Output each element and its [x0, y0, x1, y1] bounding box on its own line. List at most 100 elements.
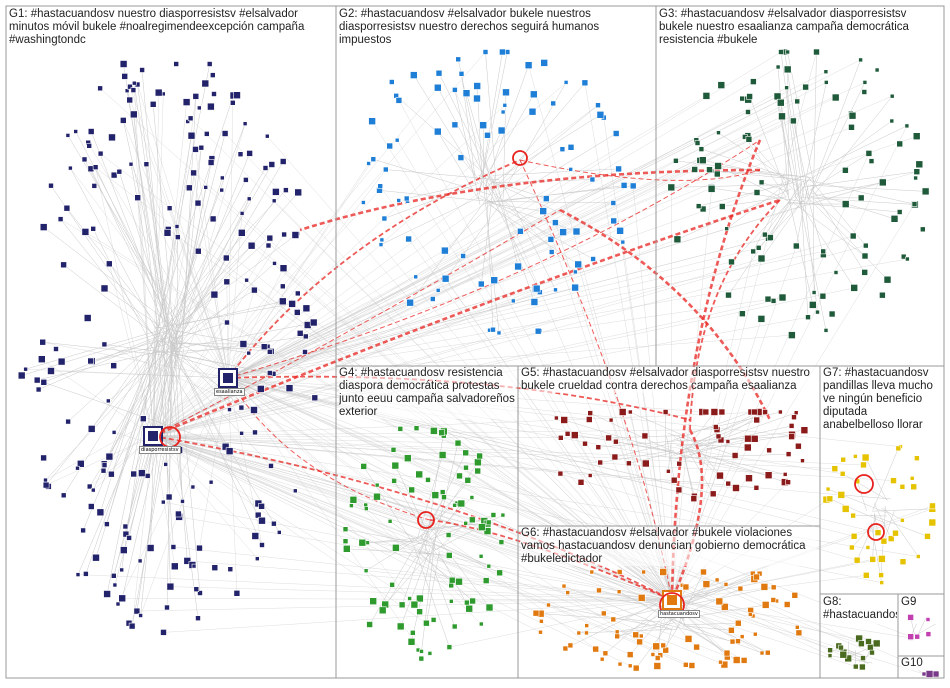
node-g1	[138, 470, 145, 477]
node-g2	[591, 257, 596, 262]
node-g2	[458, 155, 464, 161]
node-g1	[144, 162, 149, 167]
node-g6	[719, 660, 723, 664]
node-g1	[38, 356, 45, 363]
node-g8	[861, 656, 866, 661]
node-g2	[474, 83, 481, 90]
node-g1	[228, 408, 232, 412]
node-g1	[93, 554, 100, 561]
node-g6	[590, 570, 594, 574]
node-g1	[272, 199, 276, 203]
node-g1	[82, 157, 87, 162]
node-g1	[224, 279, 230, 285]
node-g3	[699, 147, 704, 152]
node-g4	[431, 617, 436, 622]
node-g5	[663, 410, 668, 415]
node-g2	[452, 87, 457, 92]
node-g4	[404, 455, 411, 462]
node-g1	[119, 595, 126, 602]
node-g1	[36, 387, 41, 392]
node-g6	[760, 651, 764, 655]
edge	[873, 513, 875, 559]
node-g6	[728, 627, 734, 633]
node-g4	[388, 519, 392, 523]
node-g7	[854, 557, 860, 563]
node-g4	[397, 623, 404, 630]
edge	[808, 185, 926, 191]
node-g7	[840, 471, 845, 476]
node-g4	[350, 496, 357, 503]
node-g3	[905, 257, 909, 261]
node-g1	[127, 535, 132, 540]
node-g6	[784, 602, 790, 608]
edge	[841, 495, 890, 499]
group-label-g9: G9	[901, 596, 941, 609]
node-g1	[76, 466, 80, 470]
node-g1	[293, 489, 297, 493]
node-g3	[719, 204, 725, 210]
node-g4	[349, 504, 353, 508]
node-g2	[361, 201, 365, 205]
node-g1	[167, 206, 172, 211]
node-g3	[905, 124, 909, 128]
edge	[228, 82, 566, 378]
node-g3	[793, 243, 799, 249]
node-g1	[234, 590, 240, 596]
node-g2	[621, 182, 627, 188]
edge	[412, 540, 435, 642]
node-g3	[849, 124, 855, 130]
node-g4	[483, 578, 489, 584]
group-label-g7: G7: #hastacuandosv pandillas lleva mucho…	[823, 367, 941, 432]
node-g1	[44, 478, 48, 482]
node-g2	[497, 331, 501, 335]
node-g1	[183, 99, 190, 106]
node-g1	[98, 151, 103, 156]
node-g3	[913, 133, 920, 140]
node-g1	[267, 371, 272, 376]
node-g3	[884, 276, 891, 283]
node-g3	[842, 167, 848, 173]
node-g6	[771, 598, 776, 603]
node-g5	[786, 452, 791, 457]
node-g3	[824, 70, 828, 74]
node-g3	[754, 190, 760, 196]
node-g3	[692, 167, 698, 173]
node-g2	[554, 288, 558, 292]
node-g2	[387, 143, 393, 149]
node-g1	[263, 166, 268, 171]
node-g1	[106, 453, 113, 460]
node-g1	[106, 261, 112, 267]
node-g6	[715, 578, 719, 582]
node-g1	[295, 291, 300, 296]
node-g3	[703, 92, 710, 99]
node-g5	[754, 417, 760, 423]
node-g1	[211, 291, 218, 298]
edge	[684, 437, 791, 441]
node-g1	[40, 224, 47, 231]
node-g1	[58, 217, 63, 222]
node-g7	[838, 491, 845, 498]
node-g4	[442, 495, 447, 500]
node-g5	[713, 425, 718, 430]
node-g7	[914, 456, 919, 461]
node-g8	[840, 651, 847, 658]
edge	[228, 171, 712, 378]
node-g4	[487, 564, 491, 568]
node-g1	[88, 504, 94, 510]
edge	[814, 198, 915, 204]
node-g3	[747, 94, 753, 100]
node-g1	[41, 455, 47, 461]
node-g1	[175, 235, 180, 240]
node-g1	[286, 385, 293, 392]
node-g1	[64, 205, 70, 211]
node-g2	[407, 299, 414, 306]
node-g3	[897, 210, 902, 215]
node-g5	[717, 472, 724, 479]
node-g2	[395, 138, 399, 142]
node-g1	[195, 200, 201, 206]
node-g5	[609, 418, 613, 422]
node-g6	[716, 598, 723, 605]
node-g6	[660, 569, 667, 576]
node-g4	[452, 624, 457, 629]
node-g4	[392, 462, 399, 469]
